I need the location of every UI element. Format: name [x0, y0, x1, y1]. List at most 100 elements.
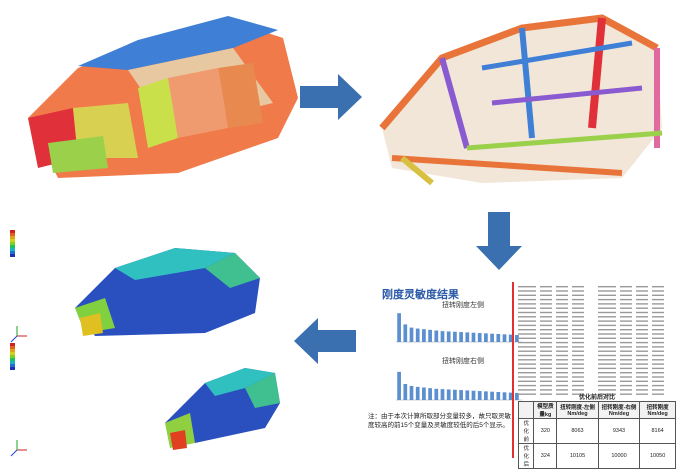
list-line: [636, 341, 648, 344]
chart-bar: [453, 331, 457, 342]
list-line: [518, 294, 536, 296]
sensitivity-data-list: [518, 286, 664, 395]
list-line: [540, 393, 552, 395]
list-line: [556, 337, 568, 339]
chart-bar: [415, 328, 420, 342]
chart-bar: [409, 385, 414, 400]
list-line: [540, 294, 552, 296]
list-line: [572, 341, 584, 344]
list-line: [598, 372, 616, 374]
chart-bar: [496, 392, 501, 400]
chart-bar: [459, 332, 463, 342]
table-row: 优化前 320 8063 9343 8164: [517, 418, 676, 444]
list-line: [636, 354, 648, 357]
list-line: [540, 329, 552, 331]
list-line: [636, 380, 648, 382]
list-line: [556, 341, 568, 344]
sensitivity-chart-left: [396, 313, 522, 343]
table-cell: 320: [533, 418, 558, 444]
list-line: [598, 354, 616, 357]
list-line: [540, 286, 552, 288]
list-line: [652, 298, 664, 301]
list-line: [636, 290, 648, 292]
list-line: [572, 380, 584, 382]
list-line: [620, 380, 632, 382]
chart-bar: [471, 332, 476, 342]
list-line: [572, 389, 584, 391]
list-line: [652, 367, 664, 370]
list-line: [572, 393, 584, 395]
sensitivity-note: 注：由于本次计算所取部分变量较多，故只取灵敏度较高的前15个变量及灵敏度较低的后…: [368, 413, 511, 429]
list-line: [598, 320, 616, 322]
list-line: [620, 298, 632, 301]
list-line: [636, 376, 648, 378]
chart-bar: [428, 329, 432, 342]
list-line: [540, 307, 552, 309]
list-line: [636, 346, 648, 348]
car-frame-structure-image: [372, 8, 672, 193]
list-line: [540, 341, 552, 344]
list-line: [572, 324, 584, 327]
list-line: [652, 346, 664, 348]
chart-bar: [415, 386, 420, 400]
chart-bar: [434, 388, 439, 400]
list-line: [572, 320, 584, 322]
list-line: [598, 350, 616, 352]
chart-bar: [484, 333, 488, 342]
list-line: [518, 367, 536, 370]
chart-bar: [490, 391, 494, 400]
list-line: [556, 350, 568, 352]
chart-bar: [428, 388, 432, 400]
list-line: [652, 393, 664, 395]
list-line: [518, 354, 536, 357]
table-cell: 10000: [597, 443, 641, 469]
sensitivity-title: 刚度灵敏度结果: [382, 289, 459, 301]
chart-bar: [508, 392, 513, 400]
list-line: [652, 311, 664, 314]
chart-bar: [446, 331, 451, 342]
list-line: [556, 380, 568, 382]
list-line: [652, 376, 664, 378]
list-line: [636, 298, 648, 301]
table-header-cell: 扭转刚度-右侧 Nm/deg: [597, 401, 641, 419]
chart-bar: [471, 390, 476, 400]
chart-bar: [496, 334, 501, 342]
list-line: [620, 341, 632, 344]
list-line: [620, 311, 632, 314]
list-line: [636, 320, 648, 322]
list-line: [620, 354, 632, 357]
list-line: [620, 329, 632, 331]
list-line: [540, 384, 552, 387]
list-line: [540, 311, 552, 314]
list-line: [598, 294, 616, 296]
chart-bar: [477, 391, 482, 400]
list-line: [598, 341, 616, 344]
list-line: [652, 316, 664, 318]
list-line: [636, 324, 648, 327]
list-line: [620, 320, 632, 322]
list-line: [556, 346, 568, 348]
list-line: [598, 384, 616, 387]
list-line: [636, 311, 648, 314]
chart-bar: [459, 390, 463, 400]
list-line: [556, 286, 568, 288]
list-line: [572, 354, 584, 357]
chart-bar: [508, 334, 513, 342]
list-line: [540, 380, 552, 382]
chart-bar: [465, 390, 470, 400]
chart-bar: [434, 330, 439, 342]
chart-bar: [453, 389, 457, 400]
list-line: [518, 393, 536, 395]
list-line: [556, 359, 568, 361]
chart-bar: [502, 334, 507, 342]
list-line: [620, 333, 632, 335]
table-cell: 9343: [597, 418, 641, 444]
table-cell: 324: [533, 443, 558, 469]
list-line: [636, 294, 648, 296]
table-cell: 8063: [556, 418, 599, 444]
list-line: [556, 329, 568, 331]
list-line: [652, 329, 664, 331]
arrow-left-icon: [292, 316, 358, 371]
list-line: [572, 346, 584, 348]
chart-bar: [515, 392, 519, 400]
